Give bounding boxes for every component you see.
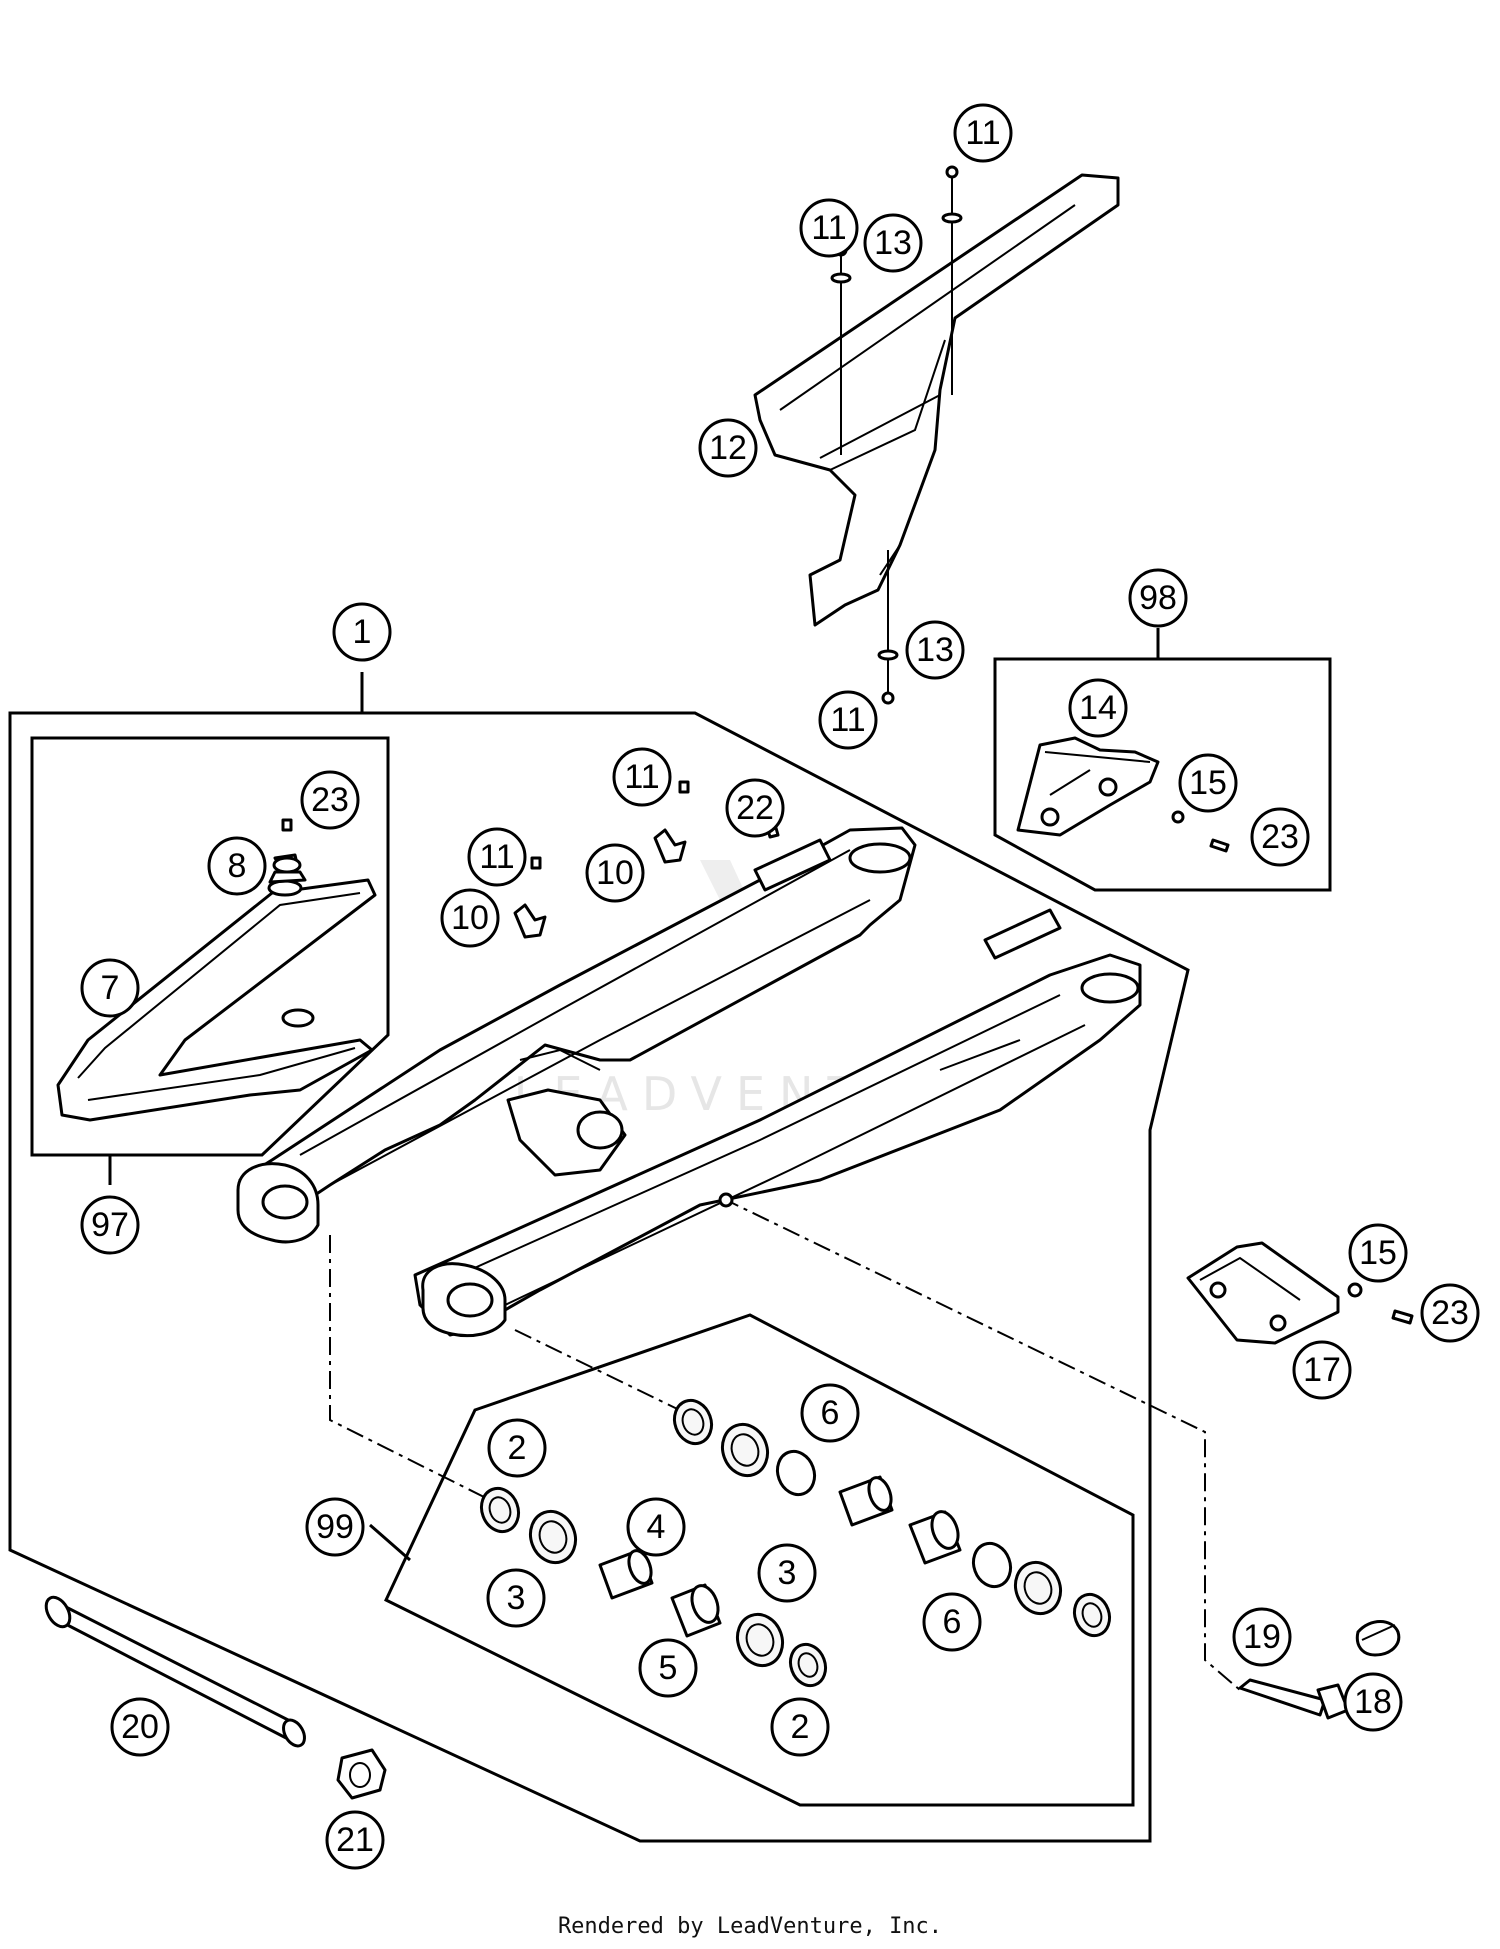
svg-text:21: 21 bbox=[336, 1821, 374, 1859]
callout-1: 1 bbox=[332, 602, 392, 662]
svg-text:11: 11 bbox=[965, 114, 1000, 152]
callout-20: 20 bbox=[110, 1697, 170, 1757]
callout-12: 12 bbox=[698, 418, 758, 478]
svg-text:19: 19 bbox=[1243, 1618, 1281, 1656]
callout-19: 19 bbox=[1232, 1607, 1292, 1667]
svg-text:10: 10 bbox=[596, 854, 634, 892]
svg-text:13: 13 bbox=[916, 631, 954, 669]
callout-5: 5 bbox=[638, 1638, 698, 1698]
svg-text:13: 13 bbox=[874, 224, 912, 262]
callout-15-a: 15 bbox=[1178, 753, 1238, 813]
svg-text:1: 1 bbox=[353, 613, 372, 651]
axle-and-hardware bbox=[44, 1595, 1401, 1800]
svg-text:11: 11 bbox=[624, 758, 659, 796]
svg-text:5: 5 bbox=[659, 1649, 678, 1687]
svg-text:3: 3 bbox=[778, 1554, 797, 1592]
callout-10-b: 10 bbox=[440, 888, 500, 948]
svg-text:15: 15 bbox=[1189, 764, 1227, 802]
svg-text:12: 12 bbox=[709, 429, 747, 467]
callout-14: 14 bbox=[1068, 678, 1128, 738]
svg-text:11: 11 bbox=[811, 209, 846, 247]
svg-text:6: 6 bbox=[821, 1394, 840, 1432]
callout-21: 21 bbox=[325, 1810, 385, 1870]
callout-11-c: 11 bbox=[818, 690, 878, 750]
svg-text:23: 23 bbox=[1431, 1294, 1469, 1332]
svg-text:22: 22 bbox=[736, 789, 774, 827]
svg-text:2: 2 bbox=[791, 1708, 810, 1746]
svg-text:23: 23 bbox=[311, 781, 349, 819]
assembly-outline-1 bbox=[8, 672, 1190, 1843]
axis-lines bbox=[329, 1197, 1241, 1691]
svg-text:6: 6 bbox=[943, 1603, 962, 1641]
callout-11-d: 11 bbox=[612, 747, 672, 807]
callout-8: 8 bbox=[207, 836, 267, 896]
svg-text:23: 23 bbox=[1261, 818, 1299, 856]
hardware-small bbox=[272, 780, 780, 939]
svg-text:98: 98 bbox=[1139, 579, 1177, 617]
svg-text:11: 11 bbox=[830, 701, 865, 739]
assembly-outline-99 bbox=[369, 1313, 1135, 1807]
callout-3-b: 3 bbox=[757, 1543, 817, 1603]
svg-text:11: 11 bbox=[479, 838, 514, 876]
callout-6-a: 6 bbox=[800, 1383, 860, 1443]
svg-text:7: 7 bbox=[101, 969, 120, 1007]
assembly-outline-98 bbox=[993, 628, 1332, 892]
callout-99: 99 bbox=[305, 1497, 365, 1557]
callout-17: 17 bbox=[1292, 1340, 1352, 1400]
callout-13-b: 13 bbox=[905, 620, 965, 680]
callout-98: 98 bbox=[1128, 568, 1188, 628]
callout-23-b: 23 bbox=[1250, 807, 1310, 867]
chain-guide-plate bbox=[1186, 1241, 1414, 1345]
callout-11-e: 11 bbox=[467, 827, 527, 887]
swingarm bbox=[236, 826, 1142, 1338]
callout-23-a: 23 bbox=[300, 770, 360, 830]
callout-11-a: 11 bbox=[953, 103, 1013, 163]
svg-text:99: 99 bbox=[316, 1508, 354, 1546]
callout-2-b: 2 bbox=[770, 1697, 830, 1757]
footer-credit: Rendered by LeadVenture, Inc. bbox=[557, 1914, 943, 1939]
callout-7: 7 bbox=[80, 958, 140, 1018]
callout-97: 97 bbox=[80, 1195, 140, 1255]
assembly-outline-97 bbox=[30, 736, 390, 1185]
svg-text:10: 10 bbox=[451, 899, 489, 937]
callout-10-a: 10 bbox=[585, 843, 645, 903]
callout-6-b: 6 bbox=[922, 1592, 982, 1652]
svg-text:20: 20 bbox=[121, 1708, 159, 1746]
svg-text:3: 3 bbox=[507, 1579, 526, 1617]
callout-4: 4 bbox=[626, 1497, 686, 1557]
svg-text:14: 14 bbox=[1079, 689, 1117, 727]
callout-15-b: 15 bbox=[1348, 1223, 1408, 1283]
callout-23-c: 23 bbox=[1420, 1283, 1480, 1343]
bearing-kit-parts bbox=[479, 1398, 1112, 1688]
svg-text:17: 17 bbox=[1303, 1351, 1341, 1389]
callout-3-a: 3 bbox=[486, 1568, 546, 1628]
svg-text:8: 8 bbox=[228, 847, 247, 885]
callout-11-b: 11 bbox=[799, 198, 859, 258]
svg-text:18: 18 bbox=[1354, 1683, 1392, 1721]
svg-text:15: 15 bbox=[1359, 1234, 1397, 1272]
svg-text:97: 97 bbox=[91, 1206, 129, 1244]
callout-2-a: 2 bbox=[487, 1418, 547, 1478]
chain-guide bbox=[1016, 736, 1230, 853]
svg-text:2: 2 bbox=[508, 1429, 527, 1467]
callout-18: 18 bbox=[1343, 1672, 1403, 1732]
callout-13-a: 13 bbox=[863, 213, 923, 273]
svg-text:4: 4 bbox=[647, 1508, 666, 1546]
callout-22: 22 bbox=[725, 778, 785, 838]
